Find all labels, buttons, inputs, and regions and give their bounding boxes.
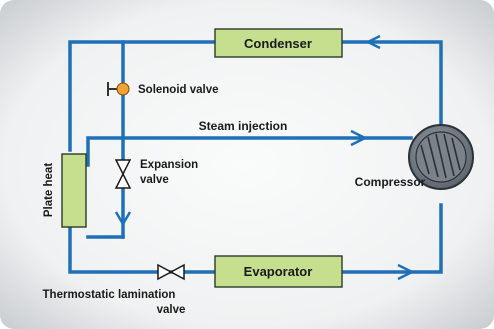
solenoid-valve-label: Solenoid valve: [138, 84, 219, 96]
steam-injection-pipe: [86, 136, 413, 167]
steam-injection-arrow: [350, 129, 367, 147]
condenser-label: Condenser: [244, 36, 312, 51]
thermostatic-valve-label-line1: Thermostatic lamination: [43, 289, 176, 301]
expansion-valve-label-line2: valve: [140, 174, 169, 186]
expansion-valve-icon: [114, 159, 132, 189]
thermostatic-valve-icon: [157, 263, 185, 281]
compressor-label: Compressor: [355, 175, 426, 189]
plate-outlet-arrow: [114, 211, 132, 226]
thermostatic-valve-label-line2: valve: [157, 304, 186, 316]
expansion-valve-label-line1: Expansion: [140, 159, 198, 171]
evaporator-box: [214, 255, 343, 288]
steam-injection-label: Steam injection: [199, 119, 288, 133]
condenser-box: [214, 28, 343, 58]
plate-heat-label: Plate heat: [43, 163, 55, 217]
plate-heat-box: [61, 153, 87, 228]
compressor-icon: [408, 124, 474, 190]
flow-arrows: [114, 34, 414, 281]
solenoid-valve-icon: [116, 82, 130, 96]
condenser-flow-arrow: [366, 34, 381, 50]
evaporator-label: Evaporator: [244, 264, 313, 279]
evaporator-flow-arrow: [397, 263, 414, 281]
